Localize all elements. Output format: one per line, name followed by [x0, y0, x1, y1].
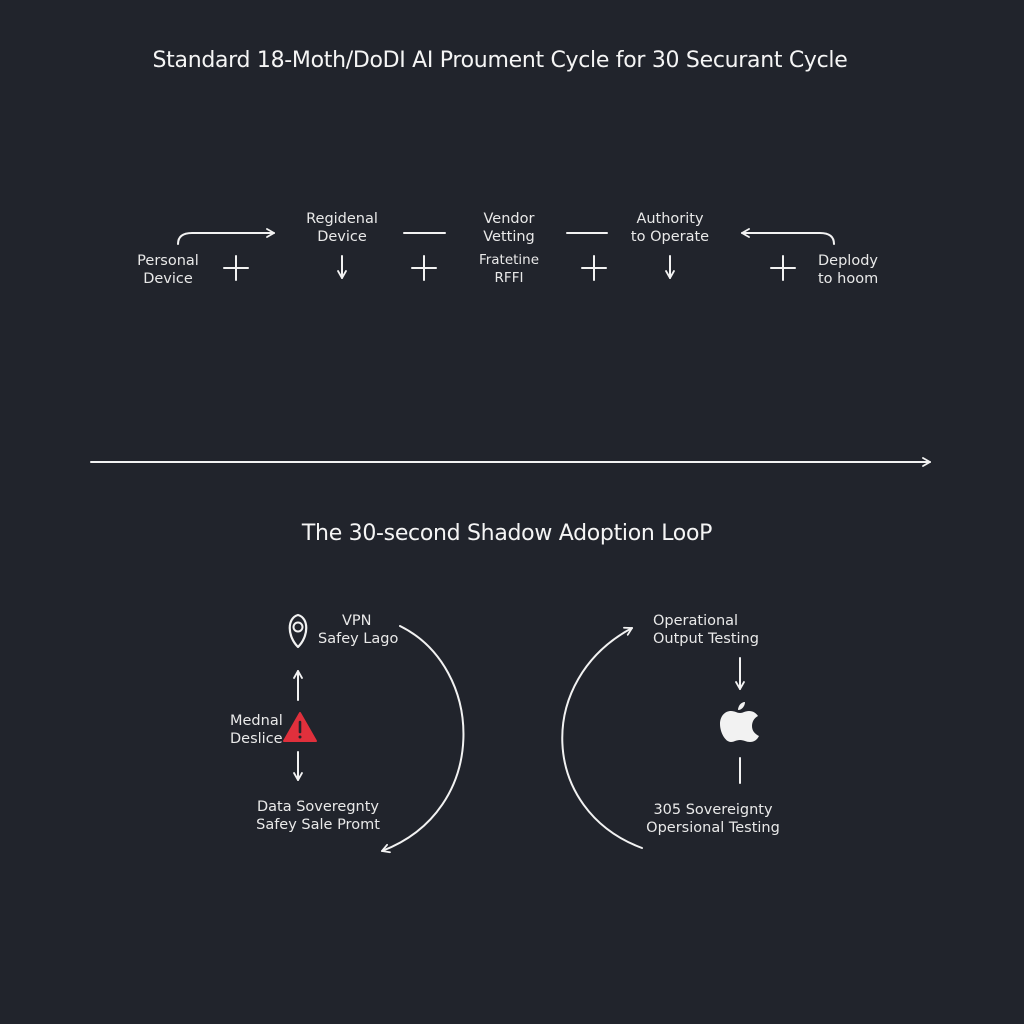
node-authority-line2: to Operate — [630, 229, 710, 245]
node-data-sovereignty-line2: Safey Sale Promt — [256, 817, 380, 833]
node-305-line1: 305 Sovereignty — [653, 802, 773, 818]
node-authority-to-operate: Authority to Operate — [620, 210, 720, 246]
node-vendor-vetting-line2: Vetting — [483, 229, 535, 245]
node-vendor-vetting-line1: Vendor — [483, 211, 535, 227]
bottom-title: The 30-second Shadow Adoption LooP — [301, 521, 713, 546]
node-mednal-line2: Deslice — [230, 731, 283, 747]
node-fratetine-rffi: Fratetine RFFI — [469, 251, 549, 287]
apple-icon — [720, 702, 759, 742]
node-deploy-line2: to hoom — [818, 271, 879, 287]
node-operational-output: Operational Output Testing — [653, 612, 773, 648]
node-operational-line2: Output Testing — [653, 631, 759, 647]
plus-icon — [223, 255, 249, 281]
node-authority-line1: Authority — [636, 211, 704, 227]
plus-icon — [411, 255, 437, 281]
node-vpn-line1: VPN — [342, 613, 372, 629]
node-deploy-line1: Deplody — [818, 253, 878, 269]
node-data-sovereignty: Data Soveregnty Safey Sale Promt — [248, 798, 388, 834]
node-305-line2: Opersional Testing — [646, 820, 780, 836]
node-vendor-vetting: Vendor Vetting — [469, 210, 549, 246]
plus-icon — [770, 255, 796, 281]
plus-icon — [581, 255, 607, 281]
node-operational-line1: Operational — [653, 613, 739, 629]
arrow-deploy-to-authority — [741, 228, 835, 245]
left-loop-curve — [381, 625, 465, 854]
node-regidenal-device-line1: Regidenal — [306, 211, 378, 227]
node-fratetine-rffi-line2: RFFI — [494, 270, 524, 286]
node-mednal-line1: Mednal — [230, 713, 283, 729]
right-loop-curve — [561, 626, 643, 849]
node-mednal-deslice: Mednal Deslice — [230, 712, 300, 748]
node-data-sovereignty-line1: Data Soveregnty — [256, 799, 380, 815]
node-fratetine-rffi-line1: Fratetine — [478, 252, 540, 268]
node-vpn-line2: Safey Lago — [318, 631, 399, 647]
node-personal-device: Personal Device — [128, 252, 208, 288]
node-personal-device-line2: Device — [143, 271, 193, 287]
node-regidenal-device-line2: Device — [317, 229, 367, 245]
top-title: Standard 18-Moth/DoDI AI Proument Cycle … — [152, 48, 848, 73]
node-305-sovereignty: 305 Sovereignty Opersional Testing — [646, 801, 780, 837]
node-regidenal-device: Regidenal Device — [297, 210, 387, 246]
arrow-personal-to-regidenal — [177, 228, 275, 245]
node-personal-device-line1: Personal — [137, 253, 199, 269]
warning-icon — [283, 712, 317, 742]
node-deploy-to-hoom: Deplody to hoom — [818, 252, 898, 288]
node-vpn: VPN Safey Lago — [318, 612, 428, 648]
location-pin-icon — [288, 613, 308, 649]
